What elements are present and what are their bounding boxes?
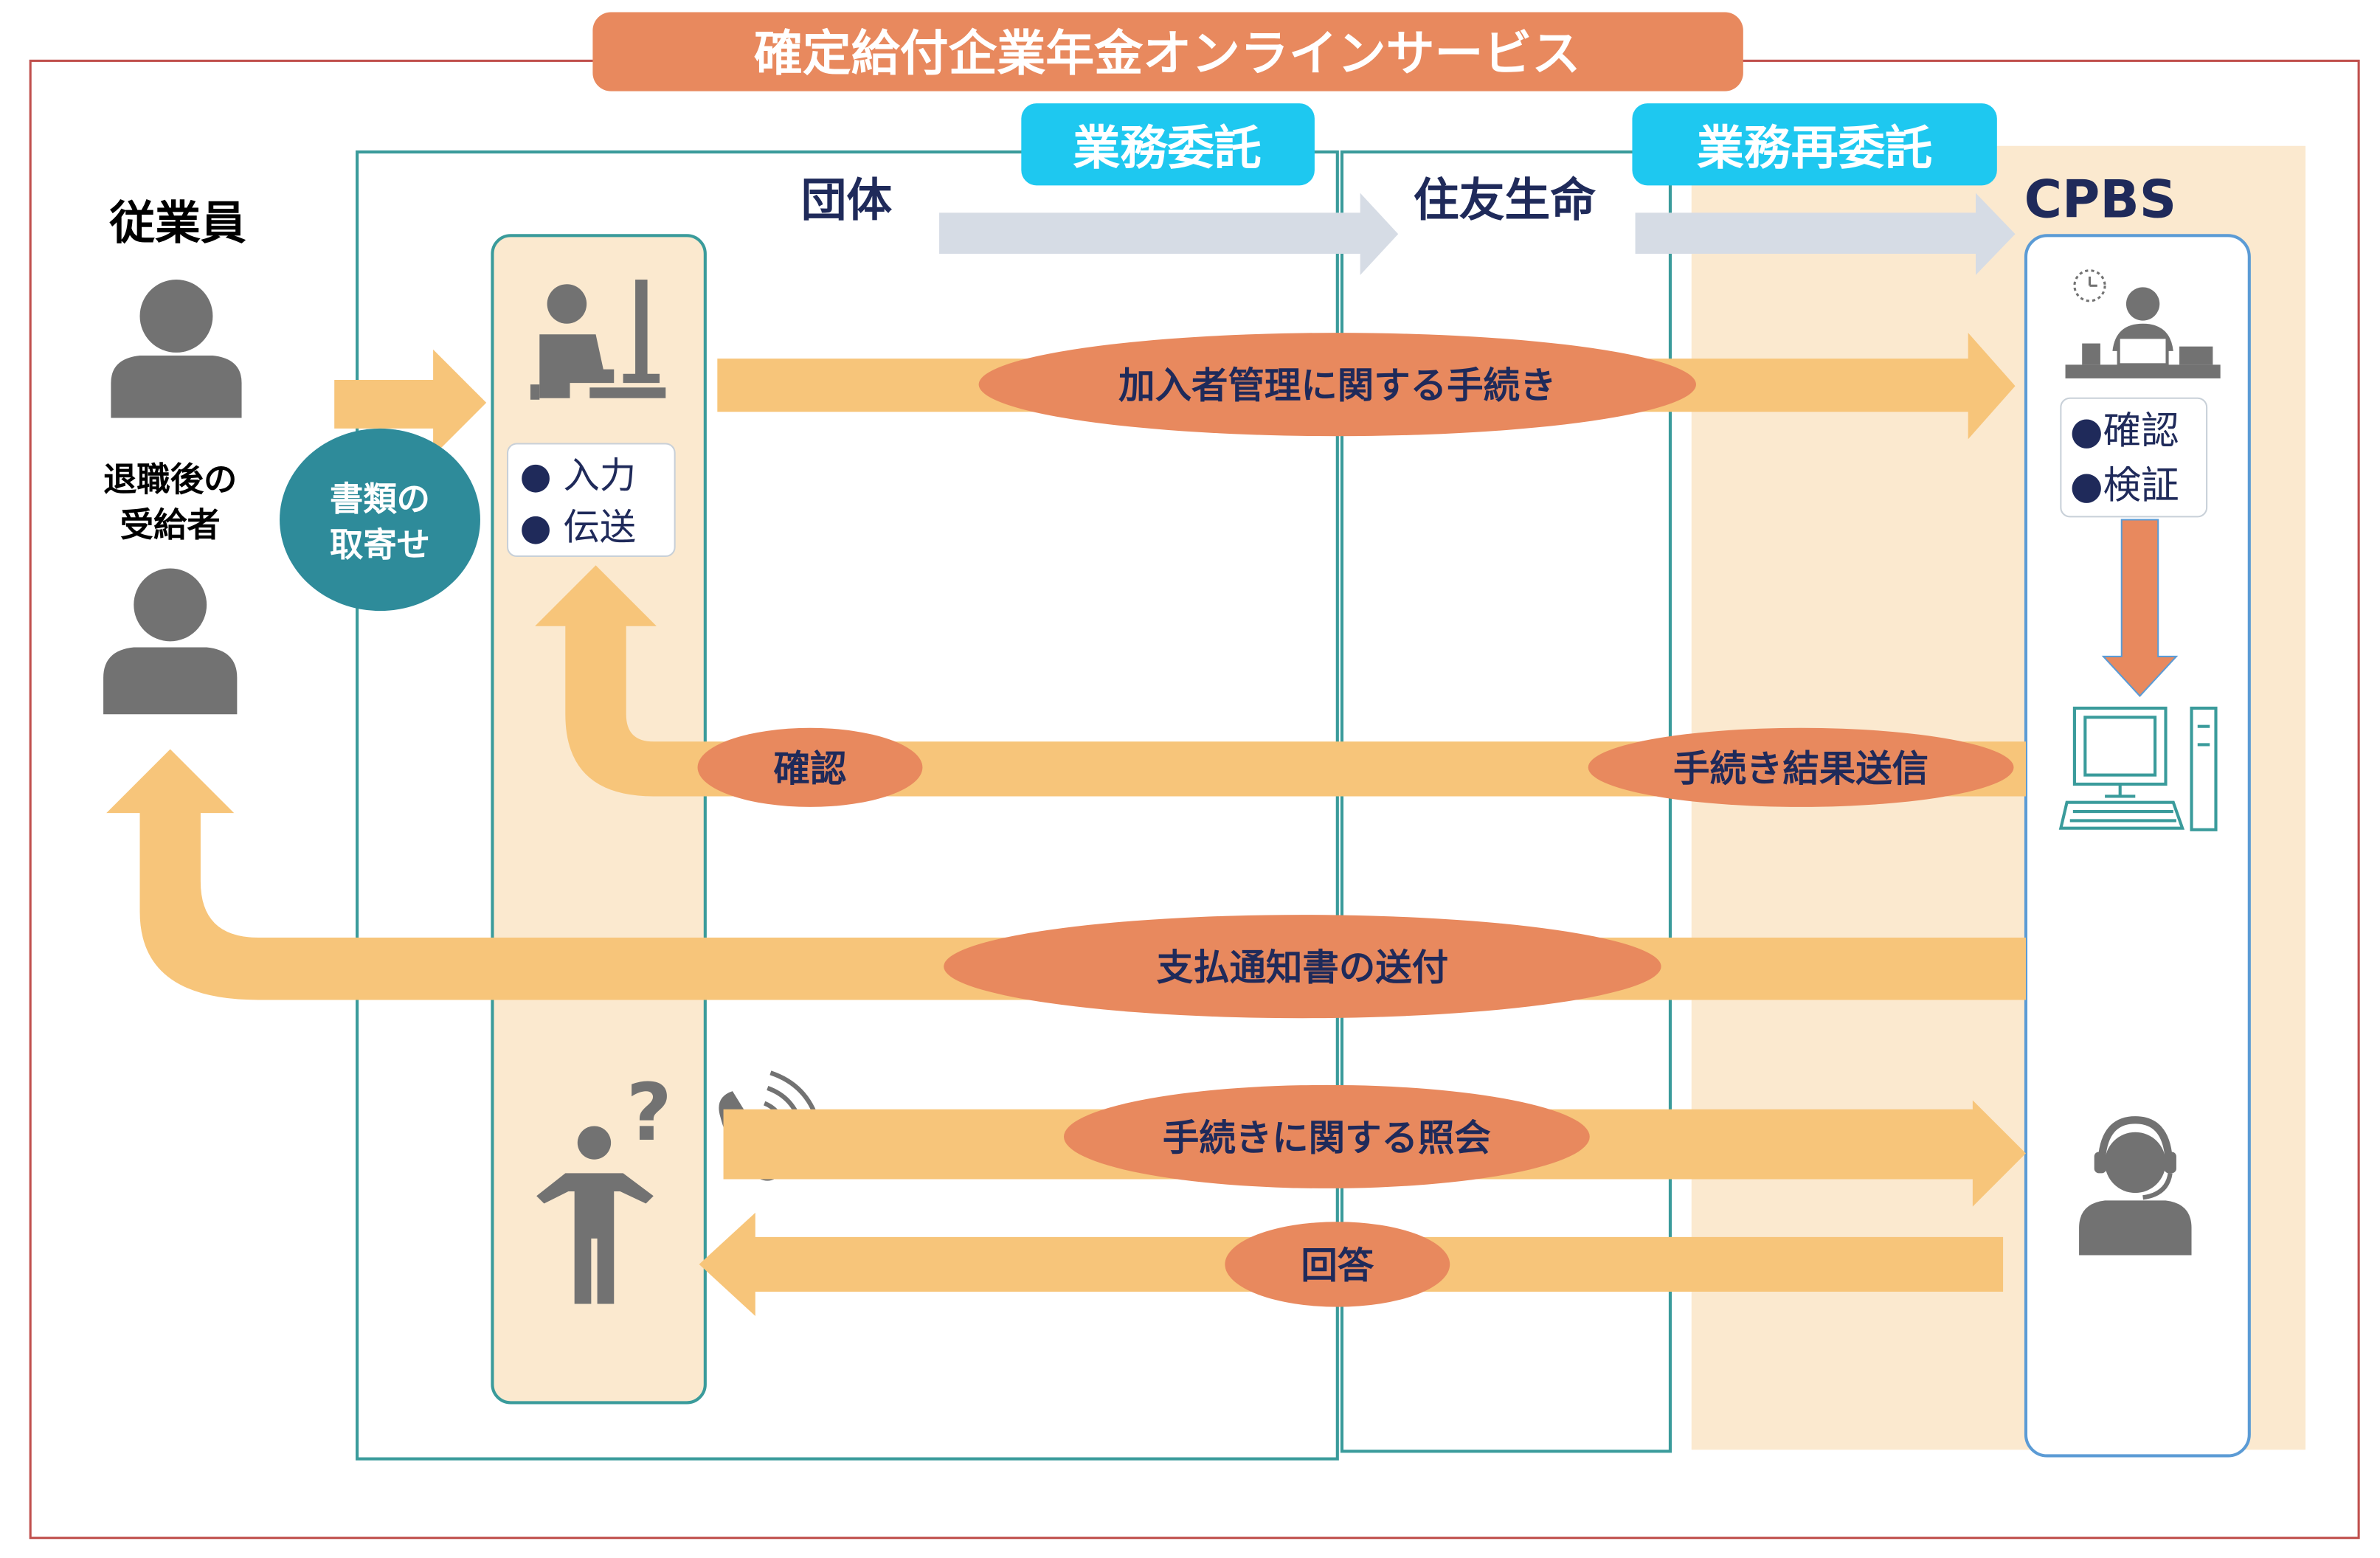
delegation-badge-first: 業務委託 bbox=[1021, 103, 1315, 186]
inquiry-label: 手続きに関する照会 bbox=[1064, 1084, 1590, 1188]
group-task-input: ● 入力 bbox=[520, 454, 637, 496]
group-zone bbox=[356, 150, 1339, 1461]
sumitomo-zone bbox=[1340, 150, 1672, 1453]
retiree-person-icon bbox=[103, 568, 238, 715]
question-mark-icon: ? bbox=[626, 1067, 672, 1159]
delegation-arrow-second bbox=[1635, 193, 2016, 275]
membership-procedures-label: 加入者管理に関する手続き bbox=[978, 333, 1696, 437]
cpbs-operator-desk-icon bbox=[2065, 269, 2221, 378]
cpbs-task-confirm: ●確認 bbox=[2070, 409, 2179, 454]
collect-arrow bbox=[334, 349, 487, 456]
svg-text:加入者管理に関する手続き: 加入者管理に関する手続き bbox=[1118, 364, 1556, 407]
call-center-operator-icon bbox=[2079, 1116, 2192, 1256]
sumitomo-label: 住友生命 bbox=[1414, 174, 1596, 227]
delegation-badge-second: 業務再委託 bbox=[1632, 103, 1997, 186]
group-task-transmit: ● 伝送 bbox=[520, 505, 637, 548]
svg-text:手続きに関する照会: 手続きに関する照会 bbox=[1163, 1116, 1492, 1159]
cpbs-desktop-computer-icon bbox=[2058, 706, 2218, 831]
result-send-label: 手続き結果送信 bbox=[1588, 727, 2014, 807]
title-text: 確定給付企業年金オンラインサービス bbox=[754, 25, 1580, 82]
group-tasks-box: ● 入力 ● 伝送 bbox=[507, 443, 676, 557]
svg-text:業務再委託: 業務再委託 bbox=[1697, 121, 1932, 176]
svg-text:書類の: 書類の bbox=[330, 479, 430, 519]
svg-text:確認: 確認 bbox=[774, 747, 847, 790]
svg-text:取寄せ: 取寄せ bbox=[330, 525, 430, 564]
cpbs-process-down-arrow bbox=[2101, 519, 2179, 697]
employee-person-icon bbox=[111, 280, 242, 418]
svg-text:支払通知書の送付: 支払通知書の送付 bbox=[1157, 946, 1449, 989]
confirm-label: 確認 bbox=[697, 727, 923, 807]
svg-text:回答: 回答 bbox=[1301, 1244, 1374, 1287]
delegation-arrow-first bbox=[939, 193, 1399, 275]
cpbs-inner-column bbox=[2024, 234, 2251, 1458]
clock-icon bbox=[2073, 269, 2106, 302]
employee-label: 従業員 bbox=[108, 196, 246, 249]
question-person-icon: ? bbox=[536, 1067, 672, 1304]
collect-documents-badge: 書類の 取寄せ bbox=[280, 428, 480, 612]
retiree-label-line1: 退職後の bbox=[103, 460, 237, 499]
cpbs-task-verify: ●検証 bbox=[2070, 464, 2179, 508]
cpbs-label: CPBS bbox=[2024, 170, 2177, 230]
svg-text:業務委託: 業務委託 bbox=[1073, 121, 1261, 176]
group-label: 団体 bbox=[801, 174, 893, 227]
svg-text:手続き結果送信: 手続き結果送信 bbox=[1673, 747, 1928, 790]
payment-notice-label: 支払通知書の送付 bbox=[944, 915, 1661, 1019]
retiree-label-line2: 受給者 bbox=[120, 505, 221, 544]
cpbs-tasks-box: ●確認 ●検証 bbox=[2060, 397, 2208, 518]
group-staff-computer-icon bbox=[530, 280, 666, 400]
answer-label: 回答 bbox=[1225, 1222, 1450, 1307]
title-banner: 確定給付企業年金オンラインサービス bbox=[592, 12, 1743, 91]
